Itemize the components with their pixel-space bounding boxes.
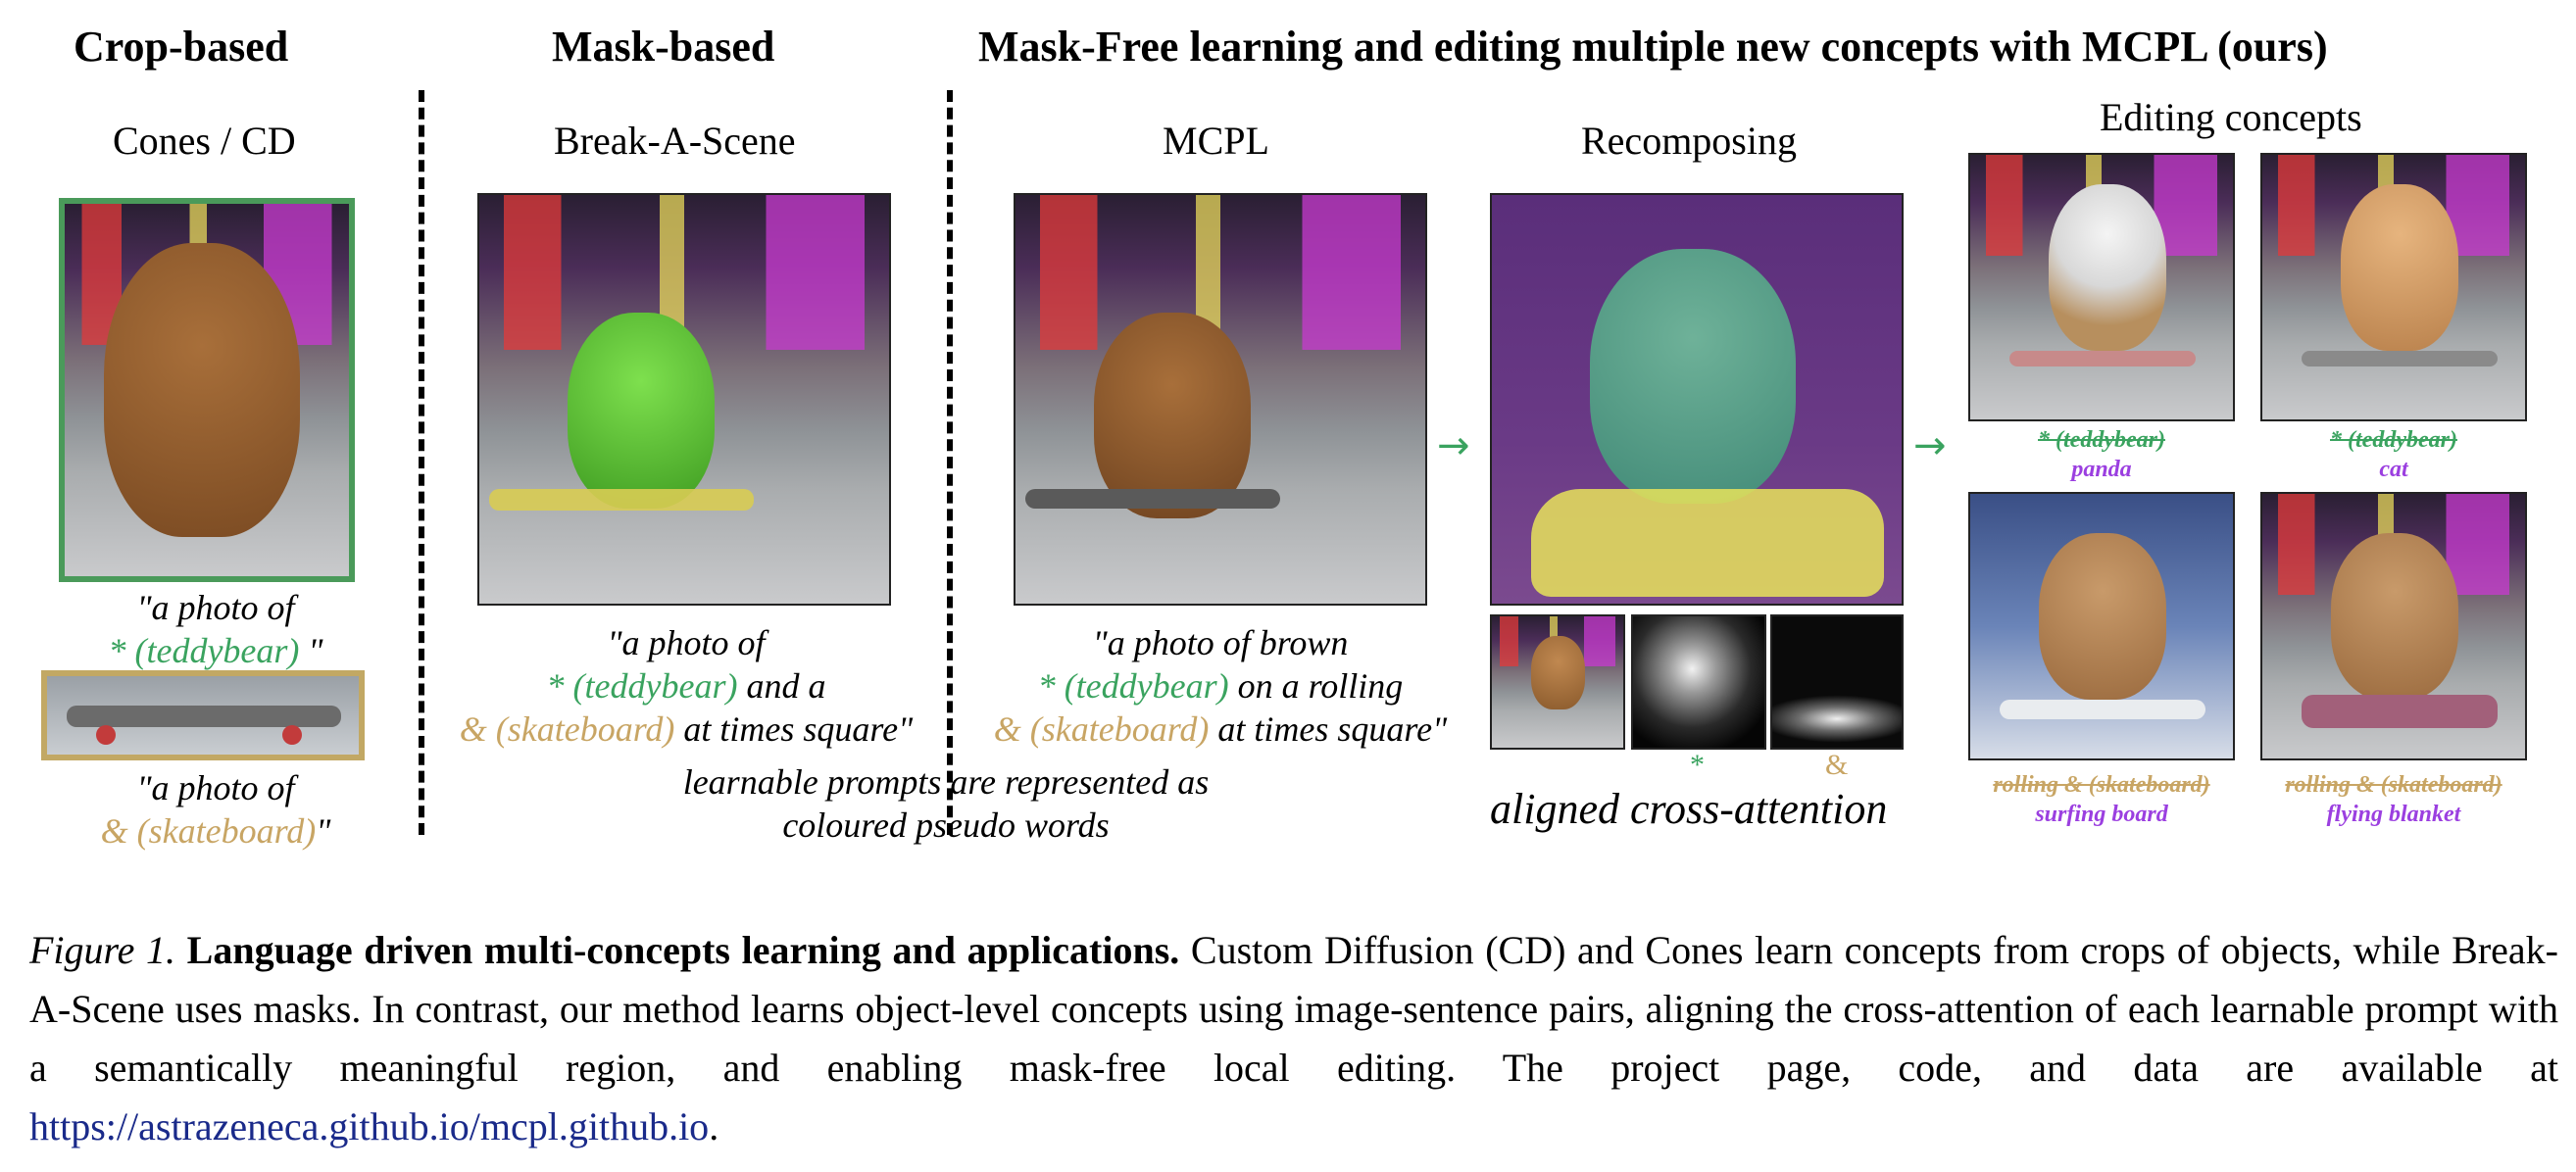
figure-label: Figure 1. [29, 928, 176, 972]
crop1-text-c: " [299, 631, 323, 670]
attention-source-image [1490, 614, 1625, 750]
arrow-right-icon-2: → [1913, 423, 1947, 468]
attention-amp-label: & [1825, 749, 1849, 781]
crop2-text-a: "a photo of [136, 768, 295, 807]
edit-panda-new: panda [2071, 457, 2132, 482]
learnable-line-1: learnable prompts are represented as [682, 762, 1210, 802]
edit-surfing-new: surfing board [2035, 802, 2168, 827]
edit-blanket-new: flying blanket [2326, 802, 2461, 827]
attention-map-teddybear [1631, 614, 1766, 750]
bas-concept-skate: & (skateboard) [459, 709, 675, 749]
edit-surfing-board-label: rolling & (skateboard) surfing board [1968, 770, 2235, 829]
subtitle-recomposing: Recomposing [1581, 119, 1797, 163]
header-mask-based: Mask-based [552, 23, 775, 71]
learnable-line-2: coloured pseudo words [782, 806, 1110, 845]
mcpl-text-c: on a rolling [1228, 666, 1404, 706]
edit-flying-blanket-image [2260, 492, 2527, 760]
edit-cat-image [2260, 153, 2527, 421]
crop-skateboard-caption: "a photo of & (skateboard)" [59, 766, 372, 853]
crop-skateboard-image [41, 670, 365, 760]
subtitle-editing-concepts: Editing concepts [2100, 95, 2362, 139]
bas-concept-teddy: * (teddybear) [546, 666, 738, 706]
edit-cat-label: * (teddybear) cat [2260, 425, 2527, 484]
mcpl-text-e: at times square" [1209, 709, 1448, 749]
edit-surfing-strike: rolling & (skateboard) [1993, 772, 2210, 798]
learnable-prompts-note: learnable prompts are represented as col… [608, 760, 1284, 847]
divider-1 [419, 90, 424, 835]
header-crop-based: Crop-based [74, 23, 289, 71]
crop1-text-a: "a photo of [136, 588, 295, 627]
mcpl-text-a: "a photo of brown [1092, 623, 1349, 662]
edit-panda-image [1968, 153, 2235, 421]
break-a-scene-caption: "a photo of * (teddybear) and a & (skate… [451, 621, 921, 751]
aligned-cross-attention-label: aligned cross-attention [1490, 785, 1888, 833]
edit-surfing-board-image [1968, 492, 2235, 760]
bas-text-e: at times square" [674, 709, 914, 749]
attention-map-skateboard [1770, 614, 1904, 750]
mcpl-caption: "a photo of brown * (teddybear) on a rol… [961, 621, 1480, 751]
crop-teddybear-image [59, 198, 355, 582]
figure-caption-title: Language driven multi-concepts learning … [186, 928, 1180, 972]
subtitle-break-a-scene: Break-A-Scene [554, 119, 796, 163]
header-mask-free: Mask-Free learning and editing multiple … [978, 23, 2328, 71]
edit-panda-label: * (teddybear) panda [1968, 425, 2235, 484]
arrow-right-icon: → [1437, 423, 1470, 468]
edit-panda-strike: * (teddybear) [2038, 427, 2165, 453]
project-link[interactable]: https://astrazeneca.github.io/mcpl.githu… [29, 1104, 710, 1148]
bas-text-c: and a [737, 666, 826, 706]
edit-flying-blanket-label: rolling & (skateboard) flying blanket [2260, 770, 2527, 829]
bas-text-a: "a photo of [607, 623, 766, 662]
crop1-concept: * (teddybear) [108, 631, 300, 670]
attention-star-label: * [1690, 749, 1705, 781]
crop2-text-c: " [316, 811, 331, 851]
edit-cat-new: cat [2379, 457, 2408, 482]
recomposing-image [1490, 193, 1904, 606]
divider-2 [947, 90, 953, 835]
edit-cat-strike: * (teddybear) [2330, 427, 2457, 453]
subtitle-mcpl: MCPL [1163, 119, 1269, 163]
mcpl-image [1014, 193, 1427, 606]
mcpl-concept-teddy: * (teddybear) [1037, 666, 1229, 706]
crop-teddybear-caption: "a photo of * (teddybear) " [59, 586, 372, 672]
figure-caption: Figure 1. Language driven multi-concepts… [29, 921, 2558, 1156]
figure-caption-text: Custom Diffusion (CD) and Cones learn co… [29, 928, 2558, 1090]
mcpl-concept-skate: & (skateboard) [993, 709, 1210, 749]
subtitle-cones-cd: Cones / CD [113, 119, 296, 163]
crop2-concept: & (skateboard) [100, 811, 317, 851]
edit-blanket-strike: rolling & (skateboard) [2285, 772, 2502, 798]
break-a-scene-image [477, 193, 891, 606]
figure-caption-end: . [709, 1104, 719, 1148]
